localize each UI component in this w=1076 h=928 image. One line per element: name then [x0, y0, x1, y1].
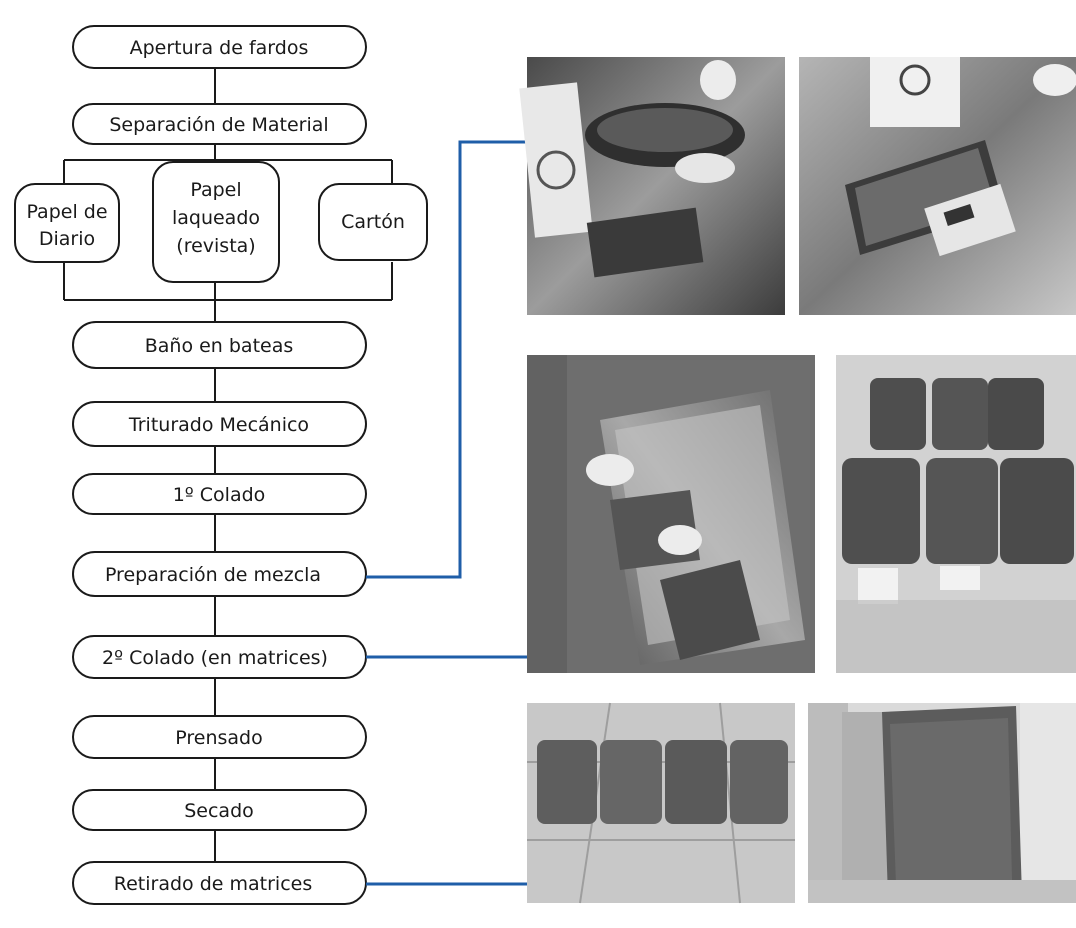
photo-link-mezcla [366, 140, 527, 579]
step-bano-en-bateas: Baño en bateas [72, 321, 367, 369]
branch-papel-laqueado: Papel laqueado (revista) [152, 161, 280, 283]
branch-label-line: Diario [39, 228, 95, 250]
photo-pressing-on-foil [527, 355, 815, 673]
step-segundo-colado: 2º Colado (en matrices) [72, 635, 367, 679]
branch-label-line: laqueado [172, 207, 260, 229]
step-label: Triturado Mecánico [128, 414, 309, 436]
photo-panel-against-wall [808, 703, 1076, 903]
step-preparacion-de-mezcla: Preparación de mezcla [72, 551, 367, 597]
photo-mold-on-scale [799, 57, 1076, 315]
step-label: Retirado de matrices [114, 873, 312, 895]
photo-mixing-bowl [519, 57, 785, 315]
branch-label-line: Cartón [341, 211, 405, 233]
step-secado: Secado [72, 789, 367, 831]
step-apertura-de-fardos: Apertura de fardos [72, 25, 367, 69]
step-label: Preparación de mezcla [105, 564, 321, 586]
step-retirado-de-matrices: Retirado de matrices [72, 861, 367, 905]
step-label: Baño en bateas [145, 335, 294, 357]
branch-label-line: (revista) [176, 235, 255, 257]
step-primer-colado: 1º Colado [72, 473, 367, 515]
step-label: Separación de Material [109, 114, 328, 136]
step-label: Prensado [175, 727, 262, 749]
photo-six-bricks [836, 355, 1076, 673]
step-prensado: Prensado [72, 715, 367, 759]
step-label: Apertura de fardos [130, 37, 309, 59]
step-triturado-mecanico: Triturado Mecánico [72, 401, 367, 447]
photo-four-bricks-tiles [527, 702, 795, 904]
branch-label-line: Papel [190, 179, 241, 201]
branch-papel-de-diario: Papel de Diario [14, 183, 120, 263]
step-label: Secado [184, 800, 254, 822]
branch-carton: Cartón [318, 183, 428, 261]
step-label: 1º Colado [173, 484, 266, 506]
branch-bracket [63, 159, 393, 301]
branch-label-line: Papel de [26, 201, 107, 223]
step-separacion-de-material: Separación de Material [72, 103, 367, 145]
step-label: 2º Colado (en matrices) [102, 647, 328, 669]
